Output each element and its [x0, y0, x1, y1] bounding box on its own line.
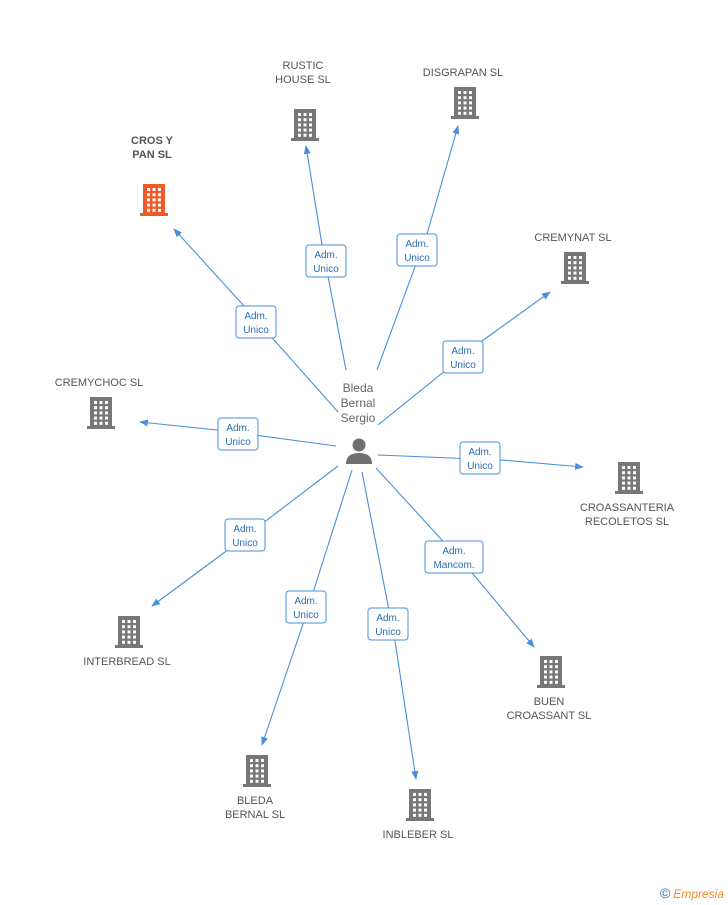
- company-label-disgrapan[interactable]: DISGRAPAN SL: [423, 67, 504, 79]
- role-box-interbread[interactable]: Adm. Unico: [224, 518, 266, 552]
- company-name: CROASSANT SL: [507, 710, 592, 722]
- role-text: Adm.: [442, 546, 465, 557]
- company-label-buen-croassant[interactable]: BUEN CROASSANT SL: [507, 696, 592, 722]
- building-icon[interactable]: [406, 789, 434, 821]
- company-label-interbread[interactable]: INTERBREAD SL: [83, 656, 170, 668]
- edge-disgrapan-b: [426, 125, 460, 235]
- role-box-bleda-bernal[interactable]: Adm. Unico: [285, 590, 327, 624]
- role-text: Adm.: [294, 596, 317, 607]
- role-text: Unico: [225, 437, 251, 448]
- building-icon[interactable]: [87, 397, 115, 429]
- role-text: Adm.: [376, 613, 399, 624]
- company-label-cremychoc[interactable]: CREMYCHOC SL: [55, 377, 144, 389]
- company-name: INTERBREAD SL: [83, 656, 170, 668]
- company-label-bleda-bernal[interactable]: BLEDA BERNAL SL: [225, 795, 285, 821]
- edges-layer: [139, 125, 584, 780]
- company-name: CROASSANTERIA: [580, 502, 675, 514]
- company-name: CREMYCHOC SL: [55, 377, 144, 389]
- role-text: Unico: [404, 253, 430, 264]
- roles-layer: Adm.UnicoAdm.UnicoAdm.UnicoAdm.UnicoAdm.…: [217, 233, 501, 641]
- role-box-rustic-house[interactable]: Adm. Unico: [305, 244, 347, 278]
- company-name: DISGRAPAN SL: [423, 67, 504, 79]
- role-box-buen-croassant[interactable]: Adm. Mancom.: [424, 540, 484, 574]
- person-name: Bernal: [341, 396, 376, 410]
- role-text: Adm.: [405, 239, 428, 250]
- nodes-layer: CROS Y PAN SL RUSTIC HOUSE SL DISGRAPAN SL CR…: [55, 60, 675, 841]
- building-icon[interactable]: [537, 656, 565, 688]
- edge-bleda-bernal-b: [261, 623, 304, 746]
- role-text: Adm.: [244, 311, 267, 322]
- edge-cros-y-pan-b: [173, 228, 245, 307]
- role-box-cremychoc[interactable]: Adm. Unico: [217, 417, 259, 451]
- role-text: Adm.: [314, 250, 337, 261]
- edge-cremynat-b: [481, 291, 551, 342]
- role-box-disgrapan[interactable]: Adm. Unico: [396, 233, 438, 267]
- company-name: PAN SL: [132, 149, 172, 161]
- company-name: BLEDA: [237, 795, 274, 807]
- role-text: Unico: [313, 264, 339, 275]
- person-name: Bleda: [343, 381, 374, 395]
- edge-buen-croassant-b: [472, 573, 535, 648]
- role-text: Unico: [375, 627, 401, 638]
- role-text: Unico: [450, 360, 476, 371]
- company-label-inbleber[interactable]: INBLEBER SL: [383, 829, 454, 841]
- company-label-rustic-house[interactable]: RUSTIC HOUSE SL: [275, 60, 331, 86]
- edge-croassanteria-recoletos-b: [500, 459, 584, 470]
- building-icon[interactable]: [291, 109, 319, 141]
- building-icon[interactable]: [451, 87, 479, 119]
- role-text: Unico: [232, 538, 258, 549]
- edge-interbread-b: [151, 551, 226, 607]
- building-icon[interactable]: [561, 252, 589, 284]
- person-icon: [346, 438, 372, 464]
- role-text: Unico: [467, 461, 493, 472]
- building-icon[interactable]: [115, 616, 143, 648]
- building-icon[interactable]: [243, 755, 271, 787]
- edge-cremychoc-b: [139, 419, 218, 431]
- edge-rustic-house-b: [303, 145, 323, 246]
- person-name: Sergio: [341, 411, 376, 425]
- building-icon[interactable]: [140, 184, 168, 216]
- company-name: RUSTIC: [283, 60, 324, 72]
- role-text: Unico: [293, 610, 319, 621]
- company-label-croassanteria-recoletos[interactable]: CROASSANTERIA RECOLETOS SL: [580, 502, 675, 528]
- role-box-inbleber[interactable]: Adm. Unico: [367, 607, 409, 641]
- role-box-cremynat[interactable]: Adm. Unico: [442, 340, 484, 374]
- building-icon[interactable]: [615, 462, 643, 494]
- footer-brand[interactable]: ©Empresia: [660, 885, 724, 901]
- role-box-cros-y-pan[interactable]: Adm. Unico: [235, 305, 277, 339]
- role-box-croassanteria-recoletos[interactable]: Adm. Unico: [459, 441, 501, 475]
- company-name: BUEN: [534, 696, 565, 708]
- role-text: Unico: [243, 325, 269, 336]
- company-name: BERNAL SL: [225, 809, 285, 821]
- brand-name: Empresia: [673, 887, 724, 901]
- role-text: Adm.: [468, 447, 491, 458]
- copyright-icon: ©: [659, 885, 671, 901]
- company-name: CREMYNAT SL: [534, 232, 611, 244]
- company-name: CROS Y: [131, 135, 174, 147]
- edge-inbleber-b: [394, 640, 419, 780]
- role-text: Mancom.: [433, 560, 474, 571]
- role-text: Adm.: [451, 346, 474, 357]
- company-name: INBLEBER SL: [383, 829, 454, 841]
- role-text: Adm.: [226, 423, 249, 434]
- company-label-cremynat[interactable]: CREMYNAT SL: [534, 232, 611, 244]
- company-name: HOUSE SL: [275, 74, 331, 86]
- company-label-cros-y-pan[interactable]: CROS Y PAN SL: [131, 135, 174, 161]
- company-name: RECOLETOS SL: [585, 516, 669, 528]
- role-text: Adm.: [233, 524, 256, 535]
